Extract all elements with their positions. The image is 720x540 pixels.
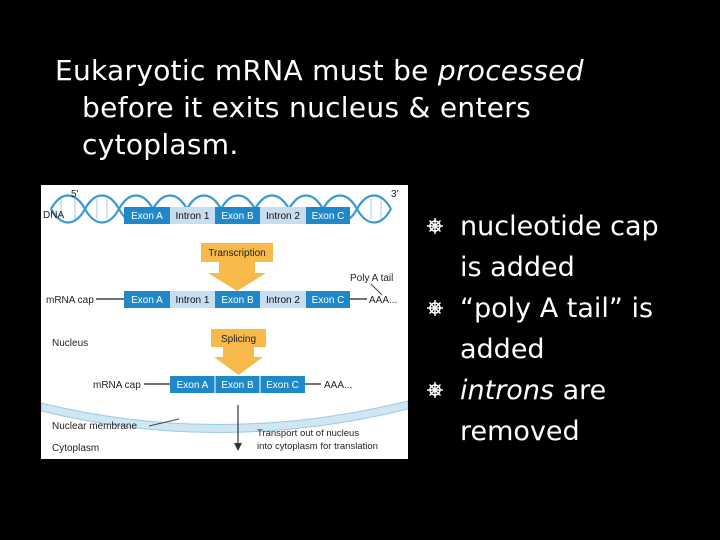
title-line-2: before it exits nucleus & enters	[82, 91, 531, 124]
pre-seg-label: Exon C	[312, 295, 345, 306]
nuclear-membrane-label: Nuclear membrane	[52, 421, 137, 432]
pre-intron-1	[170, 291, 215, 308]
bullet-list: nucleotide cap is added “poly A tail” is…	[422, 206, 712, 452]
three-prime-label: 3'	[391, 189, 399, 200]
bullet-poly-a: “poly A tail” is added	[422, 288, 712, 370]
pre-intron-2	[260, 291, 306, 308]
cytoplasm-label: Cytoplasm	[52, 443, 99, 454]
mature-mrna-row: Exon A Exon B Exon C	[170, 376, 305, 393]
splicing-label: Splicing	[221, 334, 256, 345]
transcription-label: Transcription	[208, 248, 265, 259]
splicing-arrow: Splicing	[211, 329, 266, 375]
dna-exon-b	[215, 207, 260, 224]
title-line-3: cytoplasm.	[82, 128, 239, 161]
mature-exon-c	[260, 376, 305, 393]
aaa-label: AAA...	[369, 295, 397, 306]
dna-seg-label: Exon A	[131, 211, 163, 222]
dna-seg-label: Intron 1	[176, 211, 210, 222]
dna-seg-label: Exon C	[312, 211, 345, 222]
dna-intron-2	[260, 207, 306, 224]
transport-label-1: Transport out of nucleus	[257, 428, 359, 439]
dna-exon-c	[306, 207, 350, 224]
transcription-arrow: Transcription	[201, 243, 273, 291]
poly-a-pointer	[370, 283, 383, 296]
mrna-cap-label-2: mRNA cap	[93, 380, 141, 391]
dna-seg-label: Exon B	[221, 211, 254, 222]
title-line-1: Eukaryotic mRNA must be processed	[55, 54, 584, 87]
pre-seg-label: Exon B	[221, 295, 254, 306]
aaa-label-2: AAA...	[324, 380, 352, 391]
pre-seg-label: Intron 2	[266, 295, 300, 306]
dna-label: DNA	[43, 210, 64, 221]
mature-exon-a	[170, 376, 215, 393]
nucleus-label: Nucleus	[52, 338, 88, 349]
poly-a-tail-label: Poly A tail	[350, 273, 393, 284]
mature-seg-label: Exon C	[266, 380, 299, 391]
dna-seg-label: Intron 2	[266, 211, 300, 222]
dna-segment-row: Exon A Intron 1 Exon B Intron 2 Exon C	[124, 207, 350, 224]
pre-seg-label: Exon A	[131, 295, 163, 306]
wheel-bullet-icon	[427, 382, 443, 398]
bullet-cap: nucleotide cap is added	[422, 206, 712, 288]
pre-seg-label: Intron 1	[176, 295, 210, 306]
wheel-bullet-icon	[427, 300, 443, 316]
five-prime-label: 5'	[71, 189, 79, 200]
dna-intron-1	[170, 207, 215, 224]
title-emphasis: processed	[437, 54, 584, 87]
mrna-cap-label: mRNA cap	[46, 295, 94, 306]
dna-exon-a	[124, 207, 170, 224]
mrna-processing-diagram: 5' 3' DNA Exon A Intron 1 Exon B Intron …	[40, 185, 409, 459]
transport-label-2: into cytoplasm for translation	[257, 441, 378, 452]
membrane-pointer	[148, 418, 180, 427]
pre-exon-a	[124, 291, 170, 308]
slide-title: Eukaryotic mRNA must be processed before…	[55, 52, 655, 163]
transport-arrow	[234, 405, 242, 451]
pre-exon-c	[306, 291, 350, 308]
mature-exon-b	[215, 376, 260, 393]
mature-seg-label: Exon B	[221, 380, 254, 391]
mature-seg-label: Exon A	[177, 380, 209, 391]
pre-exon-b	[215, 291, 260, 308]
bullet-introns: introns are removed	[422, 370, 712, 452]
pre-mrna-row: Exon A Intron 1 Exon B Intron 2 Exon C	[124, 291, 350, 308]
wheel-bullet-icon	[427, 218, 443, 234]
helix-rungs	[60, 199, 382, 219]
